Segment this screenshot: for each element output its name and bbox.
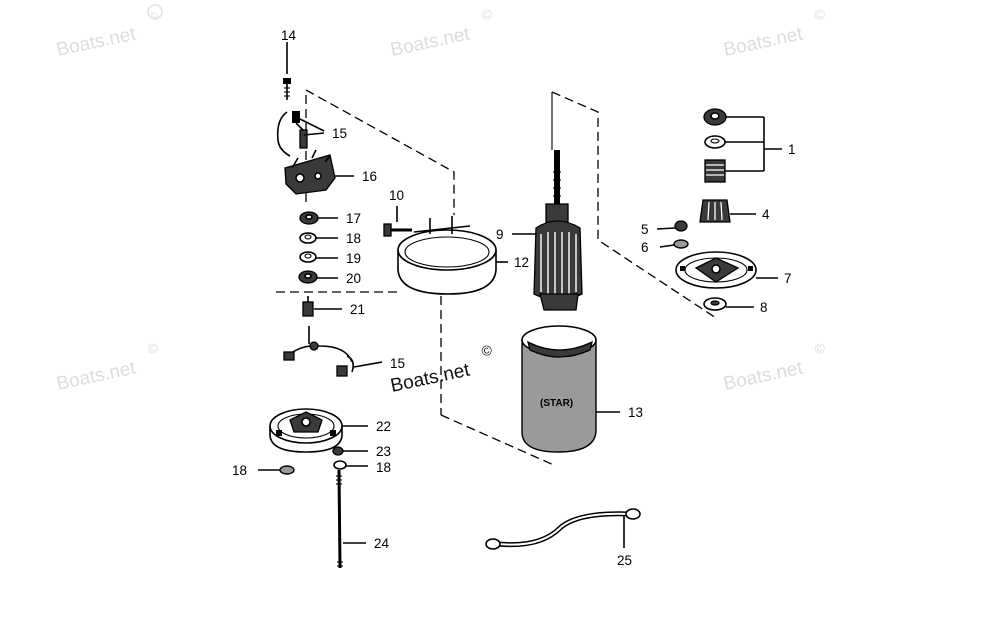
part-7-end-plate — [675, 251, 757, 289]
part-17-nut — [299, 211, 319, 225]
watermark-mid-right: Boats.net © — [722, 339, 827, 395]
part-6-washer — [673, 239, 689, 249]
callout-22: 22 — [376, 419, 391, 434]
callout-23: 23 — [376, 444, 391, 459]
part-23-washer — [332, 446, 344, 456]
callout-12: 12 — [514, 255, 529, 270]
part-18-washer-lower — [333, 460, 347, 470]
part-8-washer — [703, 297, 727, 311]
callout-13: 13 — [628, 405, 643, 420]
callout-16: 16 — [362, 169, 377, 184]
copyright-symbol: © — [813, 5, 827, 23]
watermark-text: Boats.net — [55, 24, 139, 61]
part-10-bolt — [383, 223, 412, 237]
copyright-symbol: © — [150, 10, 160, 22]
part-4-pinion — [699, 199, 731, 223]
watermark-text: Boats.net — [389, 24, 473, 61]
callout-18-upper: 18 — [346, 231, 361, 246]
watermark-text: Boats.net — [55, 358, 139, 395]
callout-15-upper: 15 — [332, 126, 347, 141]
callout-9: 9 — [496, 227, 504, 242]
part-14-screw — [283, 78, 291, 100]
watermark-top-center: Boats.net © — [389, 5, 494, 61]
callout-1: 1 — [788, 142, 796, 157]
callout-15-lower: 15 — [390, 356, 405, 371]
callout-20: 20 — [346, 271, 361, 286]
callout-6: 6 — [641, 240, 649, 255]
callout-numbers: 14 15 16 17 18 19 20 21 15 22 23 18 18 2… — [232, 28, 796, 568]
watermark-mid-left: Boats.net © — [55, 339, 160, 395]
part-15-brushes-lower — [283, 326, 354, 377]
part-16-brush-holder — [284, 149, 336, 195]
part-20-nut — [298, 270, 318, 284]
callout-14: 14 — [281, 28, 297, 43]
leader-lines — [258, 42, 782, 548]
callout-8: 8 — [760, 300, 768, 315]
part-25-cable — [485, 508, 641, 550]
callout-17: 17 — [346, 211, 361, 226]
callout-4: 4 — [762, 207, 770, 222]
part-24-through-bolt — [336, 469, 343, 569]
watermark-top-right: Boats.net © — [722, 5, 827, 61]
part-13-field-housing: (STAR) — [521, 325, 597, 453]
part-21-terminal — [302, 296, 314, 317]
part-1-drive-components — [703, 108, 727, 183]
callout-25: 25 — [617, 553, 632, 568]
callout-24: 24 — [374, 536, 390, 551]
part-9-armature — [533, 150, 583, 311]
watermark-top-left: Boats.net © — [55, 4, 163, 61]
callout-5: 5 — [641, 222, 649, 237]
assembly-guide-lines — [276, 89, 717, 467]
callout-19: 19 — [346, 251, 361, 266]
watermark-text: Boats.net — [722, 358, 806, 395]
callout-10: 10 — [389, 188, 404, 203]
housing-marking: (STAR) — [540, 398, 573, 409]
part-19-washer — [299, 251, 317, 263]
copyright-symbol: © — [813, 339, 827, 357]
copyright-symbol: © — [480, 5, 494, 23]
copyright-symbol: © — [480, 341, 494, 359]
part-22-end-frame — [269, 408, 343, 453]
callout-21: 21 — [350, 302, 365, 317]
part-18-washer-left — [279, 465, 295, 475]
part-15-brushes-upper — [276, 111, 308, 157]
callout-7: 7 — [784, 271, 792, 286]
callout-18-lower: 18 — [376, 460, 391, 475]
part-12-band — [397, 216, 497, 295]
copyright-symbol: © — [146, 339, 160, 357]
callout-18-left: 18 — [232, 463, 247, 478]
part-5-nut — [674, 220, 688, 232]
part-18-washer — [299, 232, 317, 244]
watermark-text: Boats.net — [722, 24, 806, 61]
